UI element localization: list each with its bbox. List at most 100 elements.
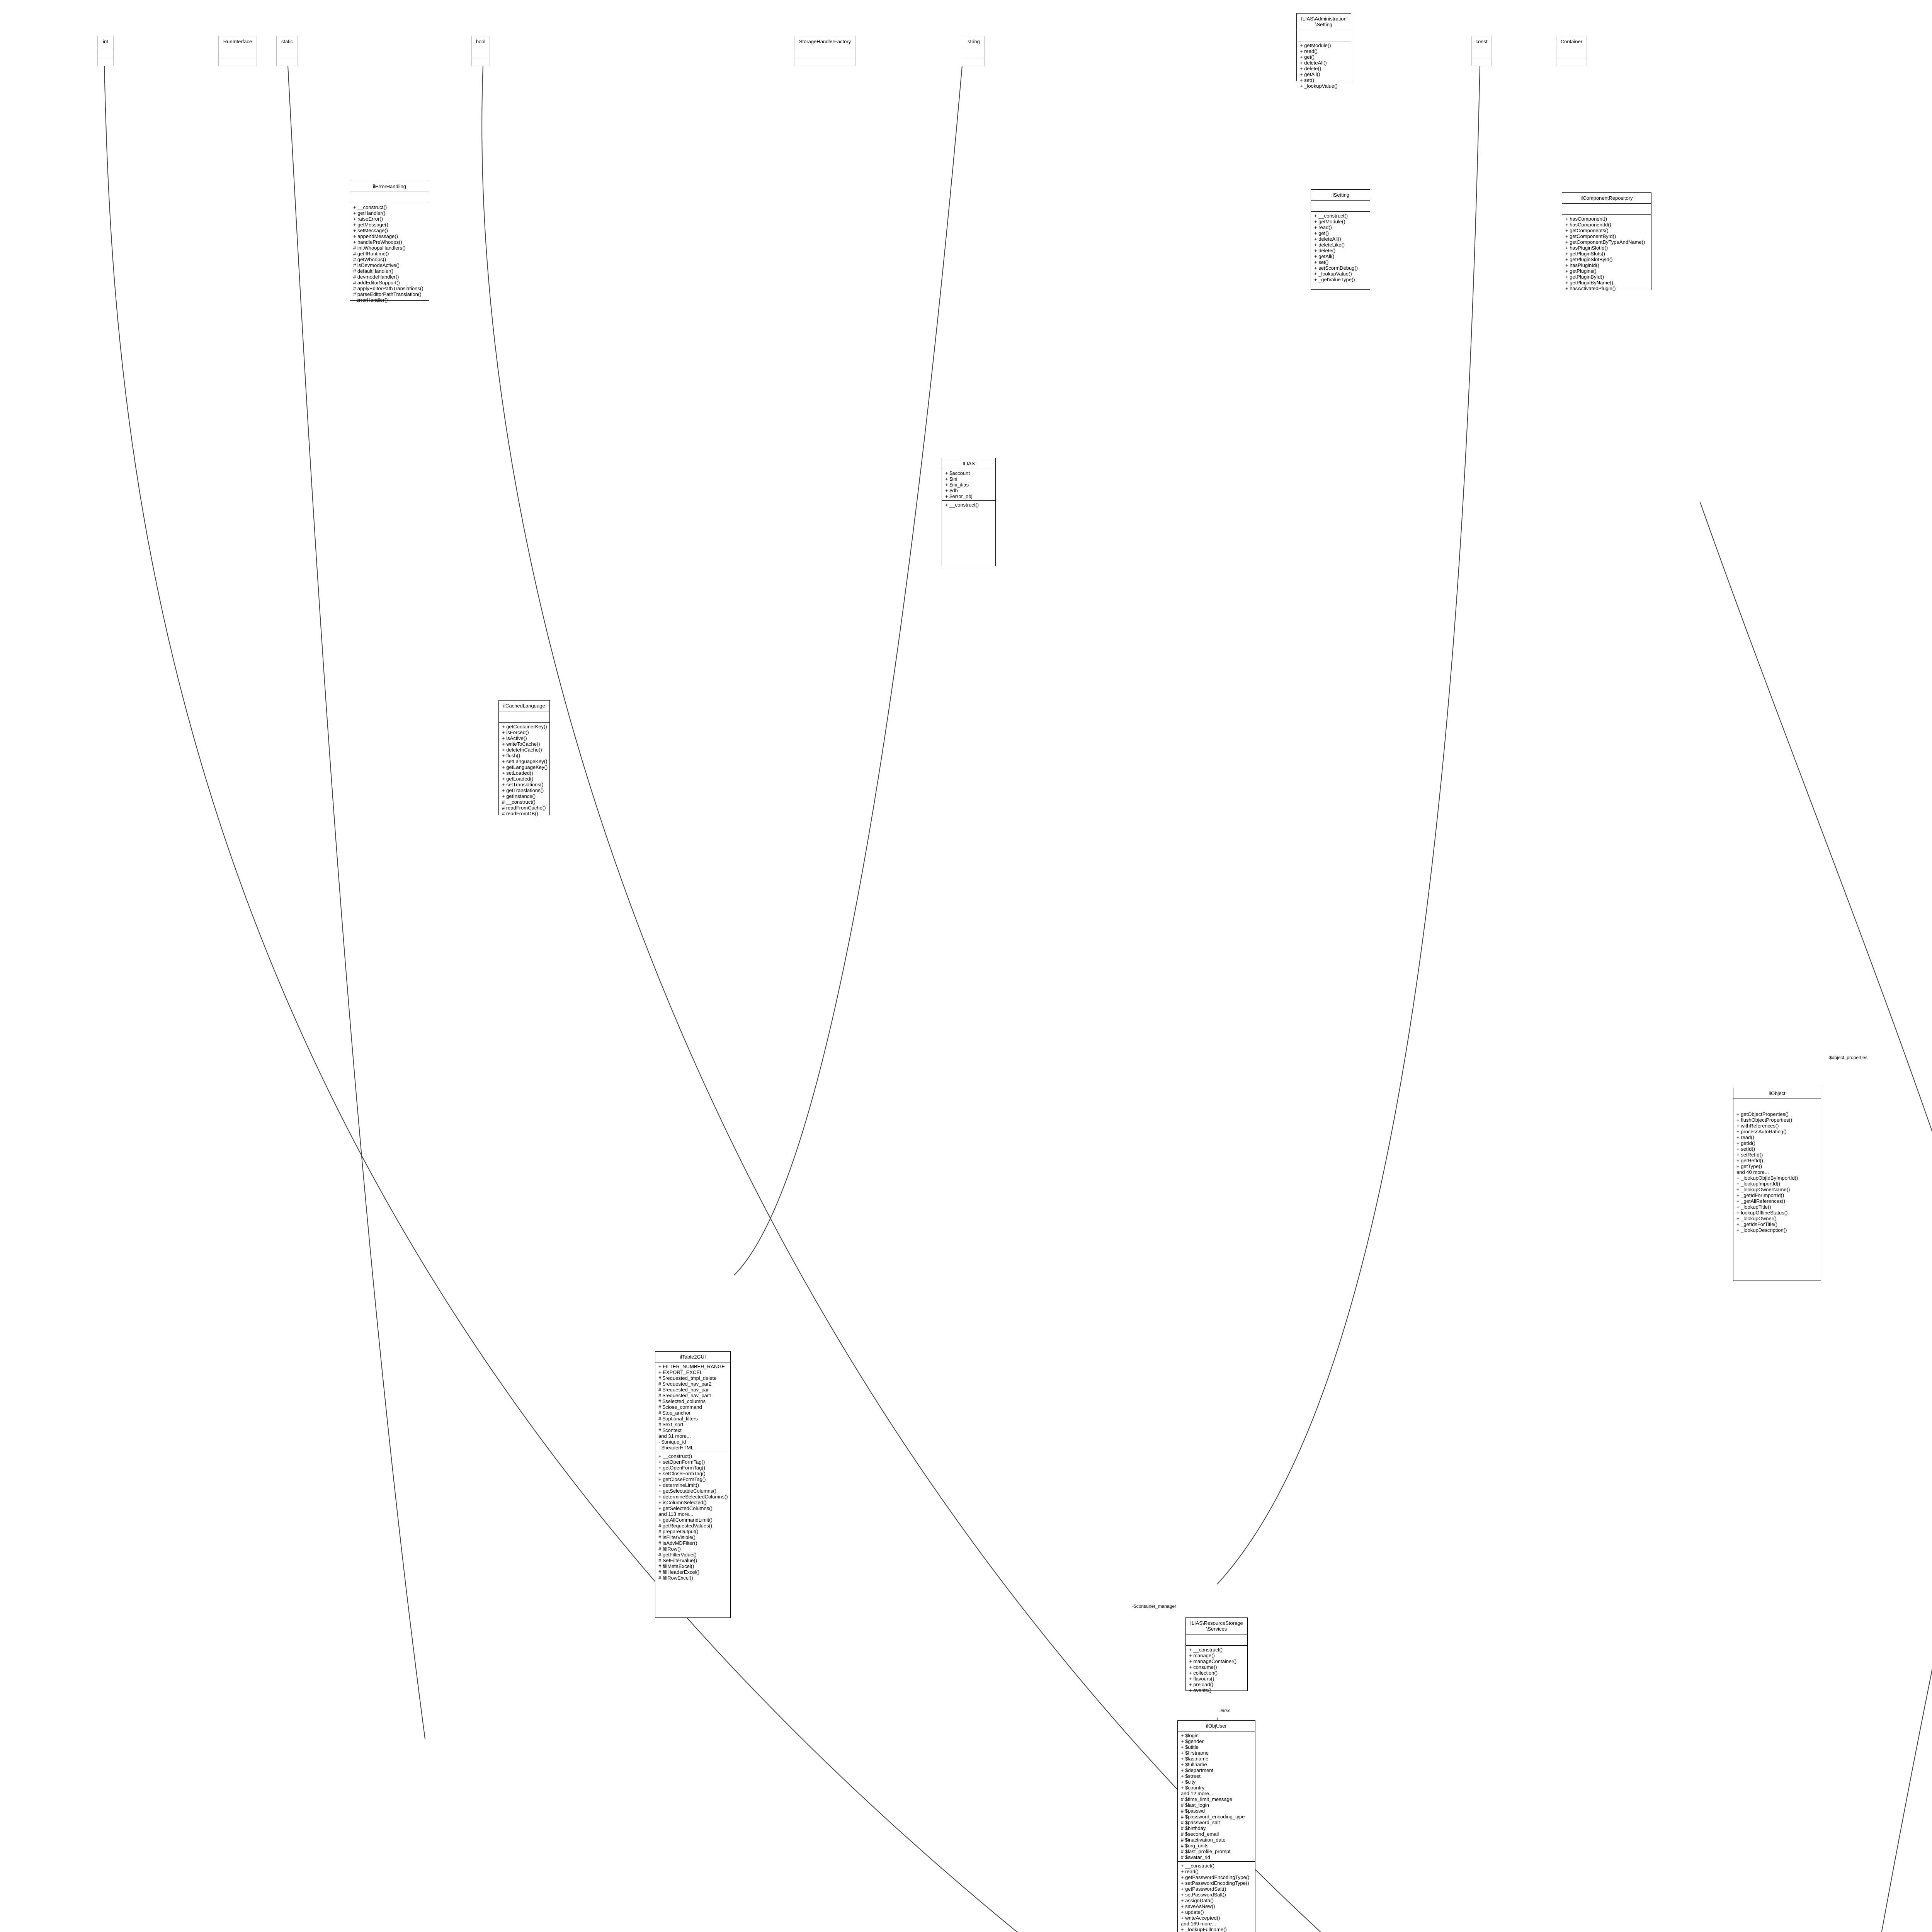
- member-row: + determineLimit(): [658, 1482, 699, 1488]
- member-row: # $selected_columns: [658, 1398, 706, 1404]
- member-row: # $last_login: [1181, 1802, 1209, 1808]
- member-row: + _lookupDescription(): [1736, 1227, 1787, 1233]
- member-row: # $top_anchor: [658, 1410, 691, 1416]
- member-row: # readFromCache(): [502, 805, 546, 811]
- member-row: + _lookupFullname(): [1181, 1927, 1227, 1932]
- class-node-ilobject[interactable]: ilObject + getObjectProperties()+ flushO…: [1733, 1088, 1821, 1281]
- class-node-const[interactable]: const: [1471, 36, 1492, 66]
- member-row: # isDevmodeActive(): [353, 262, 400, 268]
- member-row: + writeAccepted(): [1181, 1915, 1220, 1921]
- member-row: # fillMetaExcel(): [658, 1563, 694, 1569]
- class-node-ilias[interactable]: ILIAS + $account+ $ini+ $ini_ilias+ $db+…: [942, 458, 996, 566]
- class-operations: [277, 58, 298, 70]
- member-row: + FILTER_NUMBER_RANGE: [658, 1364, 725, 1369]
- edge-const: [1217, 65, 1480, 1585]
- class-attributes: + $account+ $ini+ $ini_ilias+ $db+ $erro…: [942, 469, 995, 501]
- member-row: + $lastname: [1181, 1756, 1209, 1762]
- member-row: + _getAllReferences(): [1736, 1198, 1786, 1204]
- member-row: + setMessage(): [353, 228, 388, 233]
- class-operations: [1556, 58, 1587, 70]
- member-row: # SetFilterValue(): [658, 1558, 697, 1563]
- member-row: + withReferences(): [1736, 1123, 1779, 1129]
- member-row: + collection(): [1189, 1670, 1218, 1676]
- member-row: # $org_units: [1181, 1843, 1209, 1849]
- class-node-container[interactable]: Container: [1556, 36, 1587, 66]
- class-node-int[interactable]: int: [97, 36, 114, 66]
- member-row: + isActive(): [502, 735, 527, 741]
- member-row: + getId(): [1736, 1140, 1755, 1146]
- member-row: + $country: [1181, 1785, 1205, 1791]
- class-attributes: [1472, 47, 1491, 58]
- class-node-string[interactable]: string: [963, 36, 985, 66]
- member-row: # applyEditorPathTranslations(): [353, 286, 423, 291]
- member-row: # $requested_tmpl_delete: [658, 1375, 717, 1381]
- class-node-ilsetting[interactable]: ilSetting + __construct()+ getModule()+ …: [1311, 189, 1370, 290]
- class-node-iltable2gui[interactable]: ilTable2GUI + FILTER_NUMBER_RANGE+ EXPOR…: [655, 1351, 731, 1618]
- class-node-ilcomponentrepository[interactable]: ilComponentRepository + hasComponent()+ …: [1562, 192, 1651, 291]
- class-operations: [219, 58, 257, 70]
- member-row: + deleteLike(): [1314, 242, 1345, 248]
- member-row: + getPlugins(): [1565, 268, 1597, 274]
- member-row: - errorHandler(): [353, 297, 388, 303]
- member-row: + update(): [1181, 1909, 1204, 1915]
- class-node-ilobjuser[interactable]: ilObjUser + $login+ $gender+ $utitle+ $f…: [1177, 1720, 1255, 1932]
- member-row: - $headerHTML: [658, 1445, 694, 1451]
- edge-label-container-manager: -$container_manager: [1132, 1604, 1177, 1609]
- member-row: + $firstname: [1181, 1750, 1209, 1756]
- class-node-ilcachedlanguage[interactable]: ilCachedLanguage + getContainerKey()+ is…: [498, 700, 550, 816]
- member-row: + __construct(): [1189, 1647, 1223, 1653]
- member-row: # $password_salt: [1181, 1820, 1220, 1825]
- class-title: ILIAS: [942, 458, 995, 469]
- member-row: # $birthday: [1181, 1825, 1206, 1831]
- member-row: + getTranslations(): [502, 787, 544, 793]
- member-row: # getIlRuntime(): [353, 251, 389, 257]
- member-row: # prepareOutput(): [658, 1529, 699, 1534]
- class-title: static: [277, 36, 298, 47]
- class-title: RunInterface: [219, 36, 257, 47]
- member-row: + deleteAll(): [1314, 236, 1341, 242]
- member-row: # $optional_filters: [658, 1416, 698, 1422]
- member-row: + getLanguageKey(): [502, 764, 548, 770]
- member-row: + hasPluginSlotId(): [1565, 245, 1608, 251]
- class-attributes: [1556, 47, 1587, 58]
- member-row: + hasActivatedPlugin(): [1565, 286, 1616, 291]
- edge-label-object-properties: -$object_properties: [1828, 1055, 1867, 1060]
- class-title: int: [98, 36, 113, 47]
- member-row: + raiseError(): [353, 216, 383, 222]
- class-attributes: [1311, 201, 1370, 212]
- class-node-resourcestorage-services[interactable]: ILIAS\ResourceStorage \Services + __cons…: [1185, 1617, 1248, 1693]
- class-node-storagehandlerfactory[interactable]: StorageHandlerFactory: [794, 36, 856, 66]
- member-row: + deleteInCache(): [502, 747, 542, 753]
- member-row: + hasPluginId(): [1565, 262, 1599, 268]
- edge-bool: [481, 65, 1321, 1932]
- class-title: Container: [1556, 36, 1587, 47]
- member-row: + _lookupOwnerName(): [1736, 1187, 1790, 1192]
- class-operations: + hasComponent()+ hasComponentId()+ getC…: [1562, 215, 1651, 294]
- edge-int: [104, 65, 1018, 1932]
- member-row: + __construct(): [353, 204, 387, 210]
- class-title: StorageHandlerFactory: [794, 36, 855, 47]
- member-row: # __construct(): [502, 799, 536, 805]
- class-node-ilias-administration-setting[interactable]: ILIAS\Administration \Setting + getModul…: [1296, 13, 1351, 89]
- member-row: + isColumnSelected(): [658, 1500, 707, 1505]
- member-row: + setLanguageKey(): [502, 759, 548, 764]
- member-row: + getType(): [1736, 1163, 1762, 1169]
- class-operations: + __construct()+ manage()+ manageContain…: [1186, 1646, 1247, 1696]
- class-title: ilSetting: [1311, 190, 1370, 201]
- class-node-runinterface[interactable]: RunInterface: [218, 36, 257, 66]
- member-row: + preload(): [1189, 1682, 1214, 1687]
- member-row: + getSelectableColumns(): [658, 1488, 716, 1494]
- class-node-bool[interactable]: bool: [471, 36, 490, 66]
- class-node-ilerrorhandling[interactable]: ilErrorHandling + __construct()+ getHand…: [350, 181, 429, 303]
- member-row: # $close_command: [658, 1404, 702, 1410]
- member-row: + delete(): [1300, 66, 1321, 71]
- member-row: + set(): [1300, 77, 1315, 83]
- member-row: + getAllCommandLimit(): [658, 1517, 713, 1523]
- member-row: # fillRow(): [658, 1546, 681, 1552]
- member-row: # $requested_nav_par2: [658, 1381, 712, 1387]
- member-row: and 12 more...: [1181, 1791, 1213, 1796]
- class-node-static[interactable]: static: [276, 36, 298, 66]
- member-row: + getModule(): [1314, 219, 1345, 224]
- member-row: # $context: [658, 1427, 682, 1433]
- member-row: # $requested_nav_par: [658, 1387, 709, 1393]
